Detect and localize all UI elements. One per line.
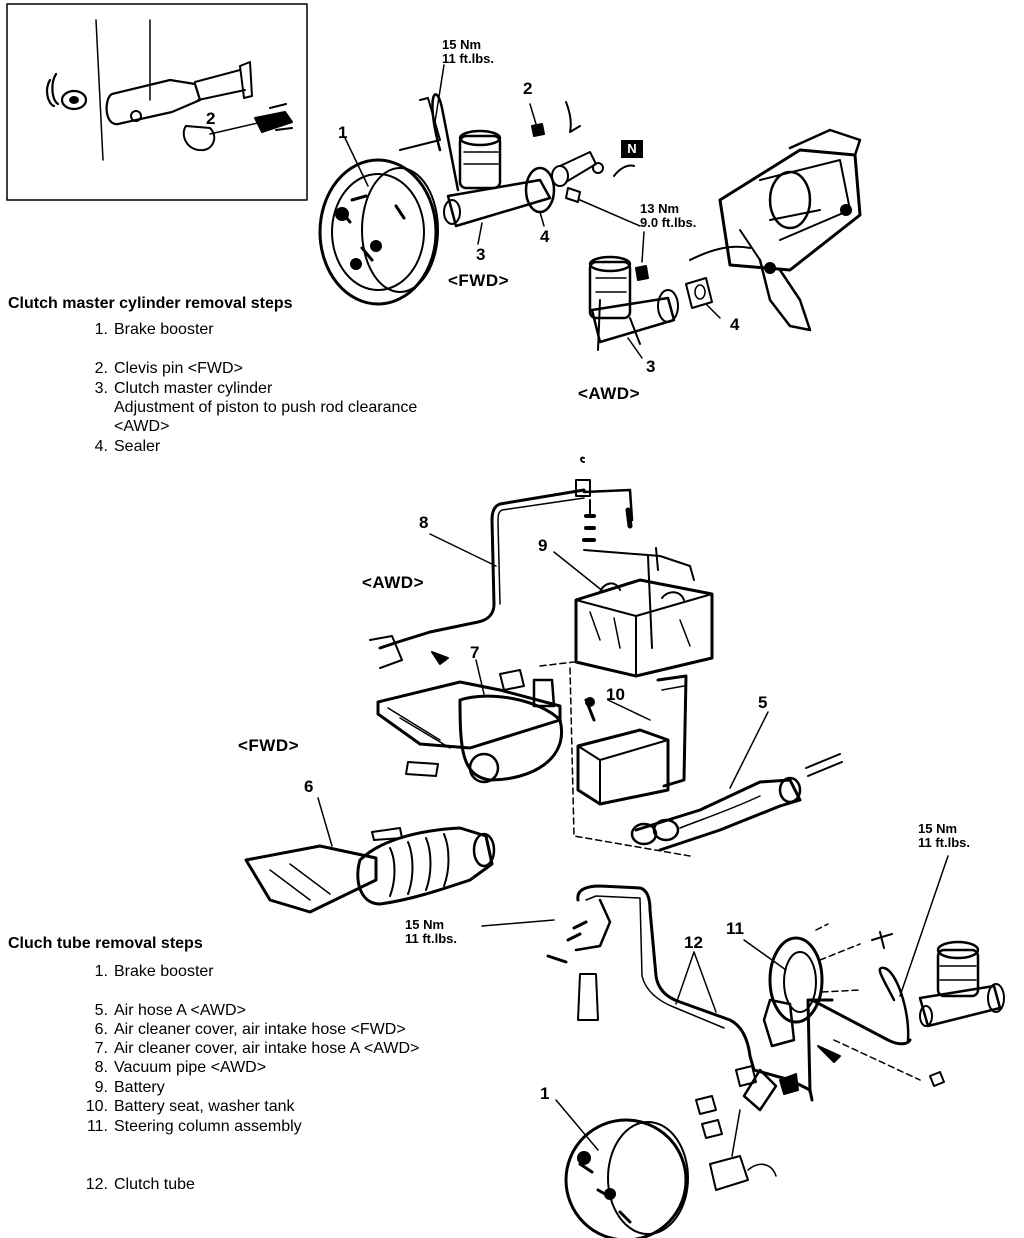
step-number: 7. [94, 1040, 108, 1057]
callout-9: 9 [538, 536, 548, 555]
torque-ftlbs: 11 ft.lbs. [405, 931, 458, 946]
step-item: 12. Clutch tube [74, 1175, 195, 1194]
step-text: Clevis pin <FWD> [114, 360, 243, 377]
air-cleaner-fwd [244, 797, 496, 914]
step-number: 11. [86, 1118, 108, 1135]
torque-nm: 15 Nm [442, 37, 482, 52]
n-badge: N [621, 140, 643, 158]
step-text: <AWD> [114, 418, 170, 435]
torque-nm: 15 Nm [405, 917, 445, 932]
step-text: Clutch master cylinder [114, 380, 273, 397]
pedal-bracket [689, 128, 862, 332]
callout-3-awd: 3 [646, 357, 656, 376]
callout-3-fwd: 3 [476, 245, 486, 264]
callout-1-bottom: 1 [540, 1084, 550, 1103]
variant-label-awd-mid: <AWD> [362, 573, 425, 592]
callout-11: 11 [726, 919, 744, 938]
callout-5: 5 [758, 693, 768, 712]
step-number: 10. [85, 1098, 108, 1115]
step-item: 1. Brake booster [74, 962, 214, 981]
battery [553, 547, 714, 678]
step-number: 6. [94, 1021, 108, 1038]
torque-spec-mid: 13 Nm 9.0 ft.lbs. [640, 202, 696, 230]
torque-spec-right: 15 Nm 11 ft.lbs. [918, 822, 970, 850]
battery-seat-washer-tank [576, 674, 688, 806]
step-number: 4. [94, 438, 108, 455]
section-heading-clutch-tube: Cluch tube removal steps [8, 935, 203, 952]
step-number: 8. [94, 1059, 108, 1076]
callout-7: 7 [470, 643, 480, 662]
step-item: 5. Air hose A <AWD> [74, 1001, 246, 1020]
step-text: Battery seat, washer tank [114, 1098, 295, 1115]
variant-label-fwd-top: <FWD> [448, 271, 510, 290]
step-text: Sealer [114, 438, 161, 455]
master-cylinder-awd [588, 231, 721, 359]
step-number: 2. [94, 360, 108, 377]
callout-4-awd: 4 [730, 315, 740, 334]
torque-ftlbs: 11 ft.lbs. [918, 835, 971, 850]
step-number: 5. [94, 1002, 108, 1019]
callout-8: 8 [419, 513, 429, 532]
torque-nm: 15 Nm [918, 821, 958, 836]
step-item: 4. Sealer [74, 437, 161, 456]
clutch-tube-bottom [481, 884, 912, 1102]
callout-inset-2: 2 [206, 109, 216, 128]
step-number: 1. [94, 963, 108, 980]
step-item: 1. Brake booster [74, 320, 214, 339]
variant-label-awd-top: <AWD> [578, 384, 641, 403]
brake-booster-top [318, 137, 439, 306]
callout-10: 10 [606, 685, 625, 704]
inset-detail [6, 3, 308, 201]
step-item: 10. Battery seat, washer tank [74, 1097, 295, 1116]
step-number: 1. [94, 321, 108, 338]
torque-nm: 13 Nm [640, 201, 680, 216]
torque-ftlbs: 11 ft.lbs. [442, 51, 495, 66]
step-number: 3. [94, 380, 108, 397]
steering-column-parts [695, 1039, 945, 1191]
clutch-tube-top [399, 64, 460, 192]
air-cleaner-awd [376, 651, 575, 784]
vacuum-pipe [369, 456, 634, 669]
step-text: Clutch tube [114, 1176, 195, 1193]
callout-1-top: 1 [338, 123, 348, 142]
master-cylinder-fwd [443, 101, 641, 245]
step-item: 11. Steering column assembly [74, 1117, 302, 1136]
section-heading-master-cylinder: Clutch master cylinder removal steps [8, 295, 293, 312]
variant-label-fwd-mid: <FWD> [238, 736, 300, 755]
torque-spec-left: 15 Nm 11 ft.lbs. [405, 918, 457, 946]
step-text: Air cleaner cover, air intake hose <FWD> [114, 1021, 406, 1038]
step-text: Vacuum pipe <AWD> [114, 1059, 267, 1076]
step-number: 9. [94, 1079, 108, 1096]
step-number: 12. [85, 1176, 108, 1193]
callout-12: 12 [684, 933, 703, 952]
step-text: Air cleaner cover, air intake hose A <AW… [114, 1040, 420, 1057]
step-text: Adjustment of piston to push rod clearan… [114, 399, 418, 416]
callout-6: 6 [304, 777, 314, 796]
step-text: Steering column assembly [114, 1118, 302, 1135]
step-item: 8. Vacuum pipe <AWD> [74, 1058, 266, 1077]
brake-booster-bottom [555, 1099, 689, 1238]
steering-column-assembly [743, 923, 893, 1048]
step-text: Air hose A <AWD> [114, 1002, 246, 1019]
torque-spec-top: 15 Nm 11 ft.lbs. [442, 38, 494, 66]
step-text: Battery [114, 1079, 165, 1096]
step-text: Brake booster [114, 963, 214, 980]
step-item: 6. Air cleaner cover, air intake hose <FW… [74, 1020, 406, 1039]
step-item: 7. Air cleaner cover, air intake hose A <… [74, 1039, 420, 1058]
callout-2-top: 2 [523, 79, 533, 98]
step-item: 2. Clevis pin <FWD> [74, 359, 243, 378]
air-hose-a [569, 667, 843, 857]
step-item: 9. Battery [74, 1078, 165, 1097]
master-cylinder-bottom [878, 855, 1005, 1042]
callout-4-fwd: 4 [540, 227, 550, 246]
step-text: Brake booster [114, 321, 214, 338]
torque-ftlbs: 9.0 ft.lbs. [640, 215, 697, 230]
